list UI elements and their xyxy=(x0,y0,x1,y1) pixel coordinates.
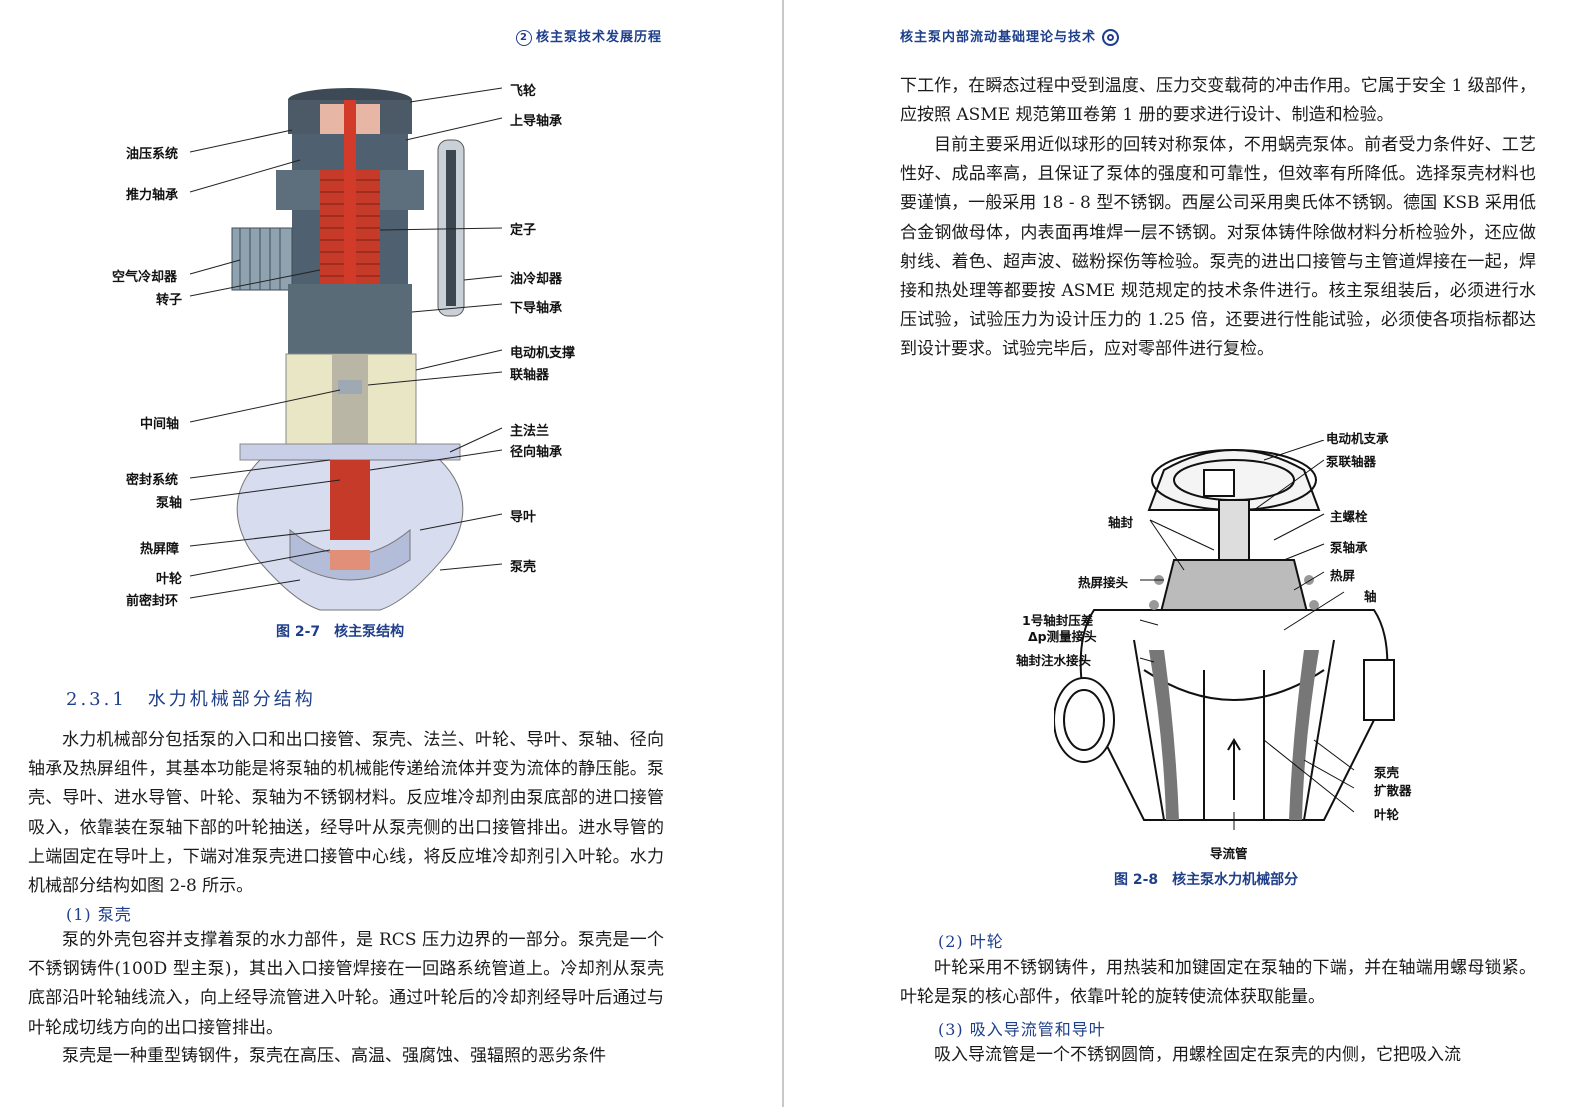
figure-2-7-leaders xyxy=(189,87,503,599)
fig-label-guide-vane: 导叶 xyxy=(510,510,537,525)
fig-label-main-flange: 主法兰 xyxy=(510,424,550,439)
fig-label-motor-support: 电动机支撑 xyxy=(510,346,576,361)
fig-label-thermal-barrier: 热屏障 xyxy=(140,542,180,557)
fig8-label-pump-bearing: 泵轴承 xyxy=(1330,540,1368,555)
left-running-header: 2 核主泵技术发展历程 xyxy=(512,26,662,46)
right-paragraph-2: 目前主要采用近似球形的回转对称泵体，不用蜗壳泵体。前者受力条件好、工艺性好、成品… xyxy=(900,135,1536,360)
fig-label-coupling: 联轴器 xyxy=(510,368,550,383)
chapter-ring-icon xyxy=(1102,29,1120,46)
subheading-suction-pipe-guide-vane: (3) 吸入导流管和导叶 xyxy=(938,1020,1106,1039)
right-paragraph-3: 叶轮采用不锈钢铸件，用热装和加键固定在泵轴的下端，并在轴端用螺母锁紧。叶轮是泵的… xyxy=(900,958,1536,1008)
right-page: 核主泵内部流动基础理论与技术 下工作，在瞬态过程中受到温度、压力交变载荷的冲击作… xyxy=(784,0,1594,1107)
fig-label-pump-shaft: 泵轴 xyxy=(156,496,183,511)
left-header-title: 核主泵技术发展历程 xyxy=(536,30,663,45)
fig8-label-pump-coupling: 泵联轴器 xyxy=(1326,454,1377,469)
fig8-label-thermal-shield: 热屏 xyxy=(1330,568,1356,583)
right-paragraph-4: 吸入导流管是一个不锈钢圆筒，用螺栓固定在泵壳的内侧，它把吸入流 xyxy=(934,1045,1461,1065)
fig8-label-shaft: 轴 xyxy=(1364,589,1377,604)
fig8-label-no1-seal-dp: 1号轴封压差 xyxy=(1022,613,1094,628)
chapter-badge: 2 xyxy=(516,29,532,46)
fig-label-rotor: 转子 xyxy=(156,293,183,308)
fig-label-seal-system: 密封系统 xyxy=(126,473,179,488)
fig8-label-thermal-shield-joint: 热屏接头 xyxy=(1078,575,1129,590)
fig-label-air-cooler: 空气冷却器 xyxy=(112,270,178,285)
fig8-label-main-bolt: 主螺栓 xyxy=(1330,509,1368,524)
left-paragraph-3: 泵壳是一种重型铸钢件，泵壳在高压、高温、强腐蚀、强辐照的恶劣条件 xyxy=(62,1046,606,1066)
fig-label-upper-guide-bearing: 上导轴承 xyxy=(510,114,563,129)
left-paragraph-1: 水力机械部分包括泵的入口和出口接管、泵壳、法兰、叶轮、导叶、泵轴、径向轴承及热屏… xyxy=(28,730,664,897)
fig8-label-diffuser: 扩散器 xyxy=(1374,783,1412,798)
fig-label-pump-casing: 泵壳 xyxy=(510,560,537,575)
figure-2-8-caption: 图 2-8 核主泵水力机械部分 xyxy=(1114,872,1299,888)
fig8-label-shaft-seal: 轴封 xyxy=(1108,515,1134,530)
fig8-label-pump-casing: 泵壳 xyxy=(1374,765,1400,780)
figure-2-8-hydraulic-drawing xyxy=(1054,449,1395,821)
fig8-label-motor-support: 电动机支承 xyxy=(1326,431,1389,446)
fig-label-stator: 定子 xyxy=(510,223,537,238)
book-gutter xyxy=(780,0,784,1107)
fig8-label-seal-injection-joint: 轴封注水接头 xyxy=(1016,653,1092,668)
figure-2-7-caption: 图 2-7 核主泵结构 xyxy=(276,624,405,640)
subheading-pump-casing: (1) 泵壳 xyxy=(66,905,132,924)
fig-label-flywheel: 飞轮 xyxy=(510,84,537,99)
fig-label-oil-cooler: 油冷却器 xyxy=(510,272,563,287)
section-title-2-3-1: 2.3.1 水力机械部分结构 xyxy=(66,689,316,710)
fig-label-front-seal-ring: 前密封环 xyxy=(126,594,179,609)
fig8-label-suction-pipe: 导流管 xyxy=(1210,846,1248,861)
fig8-label-impeller: 叶轮 xyxy=(1374,807,1400,822)
fig8-label-dp-measure-joint: Δp测量接头 xyxy=(1028,629,1097,644)
fig-label-impeller: 叶轮 xyxy=(156,572,183,587)
right-header-title: 核主泵内部流动基础理论与技术 xyxy=(900,30,1097,45)
fig-label-radial-bearing: 径向轴承 xyxy=(510,445,563,460)
fig-label-oil-pressure-system: 油压系统 xyxy=(126,147,179,162)
right-running-header: 核主泵内部流动基础理论与技术 xyxy=(900,26,1120,46)
subheading-impeller: (2) 叶轮 xyxy=(938,932,1004,951)
fig-label-intermediate-shaft: 中间轴 xyxy=(140,417,180,432)
figure-2-8-leaders xyxy=(1139,440,1355,830)
figure-2-7-pump-drawing xyxy=(231,88,465,611)
fig-label-thrust-bearing: 推力轴承 xyxy=(126,188,179,203)
left-page: 2 核主泵技术发展历程 xyxy=(0,0,782,1107)
right-paragraph-1: 下工作，在瞬态过程中受到温度、压力交变载荷的冲击作用。它属于安全 1 级部件，应… xyxy=(900,76,1536,126)
left-paragraph-2: 泵的外壳包容并支撑着泵的水力部件，是 RCS 压力边界的一部分。泵壳是一个不锈钢… xyxy=(28,930,664,1038)
fig-label-lower-guide-bearing: 下导轴承 xyxy=(510,301,563,316)
